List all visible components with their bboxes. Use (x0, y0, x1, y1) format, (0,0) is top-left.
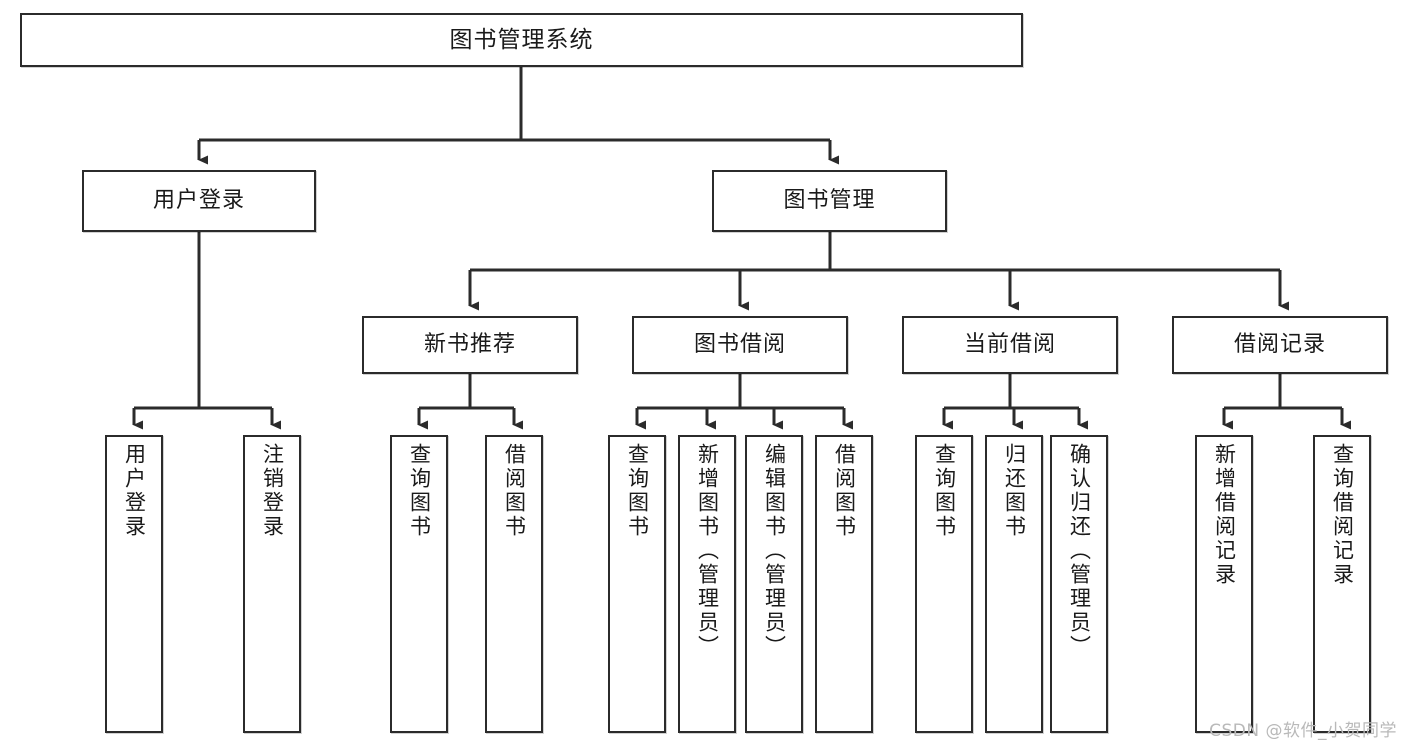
node-label-leaf-rec-query: 查询借阅记录 (1330, 443, 1355, 587)
node-root[interactable]: 图书管理系统 (20, 13, 1023, 67)
node-label-leaf-bor-add: 新增图书（管理员） (695, 443, 720, 659)
node-label-newbook: 新书推荐 (423, 332, 516, 358)
node-leaf-new-borrow[interactable]: 借阅图书 (485, 435, 543, 733)
node-bookmgmt[interactable]: 图书管理 (712, 170, 947, 232)
node-label-leaf-cur-query: 查询图书 (932, 443, 957, 539)
node-leaf-cur-confirm[interactable]: 确认归还（管理员） (1050, 435, 1108, 733)
node-leaf-bor-query[interactable]: 查询图书 (608, 435, 666, 733)
node-label-login: 用户登录 (152, 188, 245, 214)
node-leaf-rec-add[interactable]: 新增借阅记录 (1195, 435, 1253, 733)
node-label-borrow: 图书借阅 (693, 332, 786, 358)
node-leaf-user-logout[interactable]: 注销登录 (243, 435, 301, 733)
node-leaf-bor-add[interactable]: 新增图书（管理员） (678, 435, 736, 733)
node-label-bookmgmt: 图书管理 (783, 188, 876, 214)
node-label-leaf-new-query: 查询图书 (407, 443, 432, 539)
node-newbook[interactable]: 新书推荐 (362, 316, 578, 374)
node-label-root: 图书管理系统 (449, 26, 594, 53)
node-records[interactable]: 借阅记录 (1172, 316, 1388, 374)
node-label-leaf-cur-confirm: 确认归还（管理员） (1067, 443, 1092, 659)
node-label-leaf-bor-borrow: 借阅图书 (832, 443, 857, 539)
node-label-leaf-bor-edit: 编辑图书（管理员） (762, 443, 787, 659)
node-leaf-new-query[interactable]: 查询图书 (390, 435, 448, 733)
node-leaf-bor-borrow[interactable]: 借阅图书 (815, 435, 873, 733)
node-leaf-user-login[interactable]: 用户登录 (105, 435, 163, 733)
node-leaf-bor-edit[interactable]: 编辑图书（管理员） (745, 435, 803, 733)
node-label-leaf-rec-add: 新增借阅记录 (1212, 443, 1237, 587)
node-leaf-cur-return[interactable]: 归还图书 (985, 435, 1043, 733)
node-label-leaf-user-logout: 注销登录 (260, 443, 285, 539)
node-label-leaf-new-borrow: 借阅图书 (502, 443, 527, 539)
node-leaf-rec-query[interactable]: 查询借阅记录 (1313, 435, 1371, 733)
node-label-leaf-user-login: 用户登录 (122, 443, 147, 539)
node-leaf-cur-query[interactable]: 查询图书 (915, 435, 973, 733)
node-label-records: 借阅记录 (1233, 332, 1326, 358)
node-label-leaf-bor-query: 查询图书 (625, 443, 650, 539)
node-current[interactable]: 当前借阅 (902, 316, 1118, 374)
node-borrow[interactable]: 图书借阅 (632, 316, 848, 374)
node-label-leaf-cur-return: 归还图书 (1002, 443, 1027, 539)
node-login[interactable]: 用户登录 (82, 170, 316, 232)
node-label-current: 当前借阅 (963, 332, 1056, 358)
